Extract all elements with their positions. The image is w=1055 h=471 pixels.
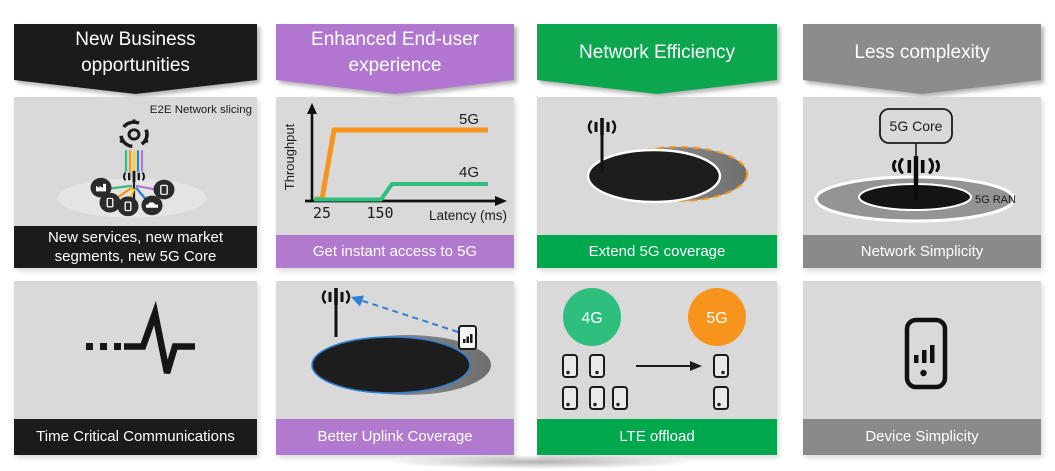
time-critical-art — [14, 281, 257, 419]
series-label-4g: 4G — [459, 164, 479, 181]
caption-lte-offload: LTE offload — [537, 419, 777, 455]
pulse-graphic — [86, 300, 195, 374]
column-less-complexity: Less complexity 5G RAN 5G Core — [803, 24, 1041, 459]
caption-instant-access: Get instant access to 5G — [276, 235, 514, 268]
caption-text: Device Simplicity — [865, 428, 979, 446]
line-4g — [314, 182, 488, 202]
caption-device-simplicity: Device Simplicity — [803, 419, 1041, 455]
device-simplicity-art — [803, 281, 1041, 419]
antenna-icon — [587, 118, 617, 173]
caption-text: New services, new market segments, new 5… — [47, 228, 224, 266]
panel-lte-offload: 4G 5G — [537, 281, 777, 455]
column-new-business: New Business opportunities E2E Network s… — [14, 24, 257, 459]
caption-time-critical: Time Critical Communications — [14, 419, 257, 455]
phone-icon — [458, 325, 477, 350]
bubble-5g — [688, 288, 746, 346]
factory-icon — [96, 183, 106, 192]
antenna-icon — [892, 156, 940, 200]
throughput-latency-chart: 5G 4G 25 150 Latency (ms) Throughput — [282, 103, 507, 223]
coverage-ellipse — [586, 148, 722, 204]
core-gear-icon — [119, 119, 149, 149]
header-network-efficiency: Network Efficiency — [537, 24, 777, 94]
pulse-waveform-icon — [86, 300, 195, 374]
slide-floor-shadow — [380, 455, 700, 469]
smartphone-signal-icon — [904, 317, 948, 390]
caption-text: Network Simplicity — [860, 242, 984, 260]
lte-offload-diagram: 4G 5G — [562, 288, 746, 410]
offload-arrow — [636, 361, 702, 371]
panel-time-critical: Time Critical Communications — [14, 281, 257, 455]
device-circles — [90, 177, 175, 217]
network-simplicity-art: 5G RAN 5G Core — [803, 97, 1041, 235]
phone-group-4g — [562, 354, 628, 410]
header-banner: Less complexity — [803, 24, 1041, 94]
bubble-5g-label: 5G — [706, 310, 727, 327]
header-banner: Network Efficiency — [537, 24, 777, 94]
y-axis-label: Throughput — [282, 123, 297, 190]
lte-offload-art: 4G 5G — [537, 281, 777, 419]
coverage-ellipse — [311, 336, 471, 394]
antenna-icon — [123, 170, 145, 202]
e2e-slicing-label: E2E Network slicing — [150, 104, 252, 116]
network-simplicity-diagram: 5G RAN 5G Core — [814, 108, 1016, 223]
phone-dots-5g — [717, 370, 725, 407]
panel-latency-chart: 5G 4G 25 150 Latency (ms) Throughput Get… — [276, 97, 514, 268]
caption-new-services: New services, new market segments, new 5… — [14, 226, 257, 268]
antenna-icon — [321, 288, 351, 337]
bubble-4g — [563, 288, 621, 346]
column-network-efficiency: Network Efficiency — [537, 24, 777, 459]
panel-device-simplicity: Device Simplicity — [803, 281, 1041, 455]
car-icon — [146, 202, 158, 208]
header-label: New Business opportunities — [75, 29, 196, 76]
panel-network-slicing: E2E Network slicing — [14, 97, 257, 268]
header-banner: Enhanced End-user experience — [276, 24, 514, 94]
network-slicing-art: E2E Network slicing — [14, 97, 257, 226]
x-axis-arrow — [495, 196, 507, 206]
phone-icon — [124, 201, 132, 212]
uplink-coverage-art — [276, 281, 514, 419]
series-label-5g: 5G — [459, 111, 479, 128]
uplink-coverage-diagram — [311, 288, 491, 395]
extend-coverage-diagram — [586, 118, 748, 204]
caption-text: Better Uplink Coverage — [317, 428, 473, 446]
panel-network-simplicity: 5G RAN 5G Core — [803, 97, 1041, 268]
tick-25: 25 — [313, 204, 331, 222]
column-enhanced-experience: Enhanced End-user experience 5G 4G 25 — [276, 24, 514, 459]
phone-group-5g — [713, 354, 729, 410]
panel-uplink-coverage: Better Uplink Coverage — [276, 281, 514, 455]
tick-150: 150 — [366, 204, 393, 222]
tablet-icon — [160, 184, 168, 195]
caption-uplink-coverage: Better Uplink Coverage — [276, 419, 514, 455]
caption-text: Time Critical Communications — [36, 428, 235, 446]
caption-text: Get instant access to 5G — [312, 242, 478, 260]
panel-extend-coverage: Extend 5G coverage — [537, 97, 777, 268]
device-simplicity-diagram — [904, 317, 948, 390]
y-axis-arrow — [307, 103, 317, 114]
latency-chart-art: 5G 4G 25 150 Latency (ms) Throughput — [276, 97, 514, 235]
network-slicing-diagram: E2E Network slicing — [58, 104, 252, 218]
header-enhanced-experience: Enhanced End-user experience — [276, 24, 514, 94]
extend-coverage-art — [537, 97, 777, 235]
caption-extend-coverage: Extend 5G coverage — [537, 235, 777, 268]
header-less-complexity: Less complexity — [803, 24, 1041, 94]
header-label: Less complexity — [854, 41, 990, 63]
header-label: Enhanced End-user experience — [311, 29, 479, 76]
uplink-dashed-arrow — [351, 295, 459, 333]
caption-network-simplicity: Network Simplicity — [803, 235, 1041, 268]
caption-text: Extend 5G coverage — [588, 242, 726, 260]
header-new-business: New Business opportunities — [14, 24, 257, 94]
core-box-label: 5G Core — [890, 118, 943, 134]
caption-text: LTE offload — [619, 428, 695, 446]
phone-icon — [106, 197, 114, 208]
ran-label: 5G RAN — [975, 194, 1016, 206]
phone-dots-4g — [566, 370, 620, 407]
bubble-4g-label: 4G — [581, 310, 602, 327]
x-axis-label: Latency (ms) — [429, 208, 507, 223]
header-label: Network Efficiency — [579, 41, 735, 63]
slice-lines — [124, 150, 144, 172]
header-banner: New Business opportunities — [14, 24, 257, 94]
